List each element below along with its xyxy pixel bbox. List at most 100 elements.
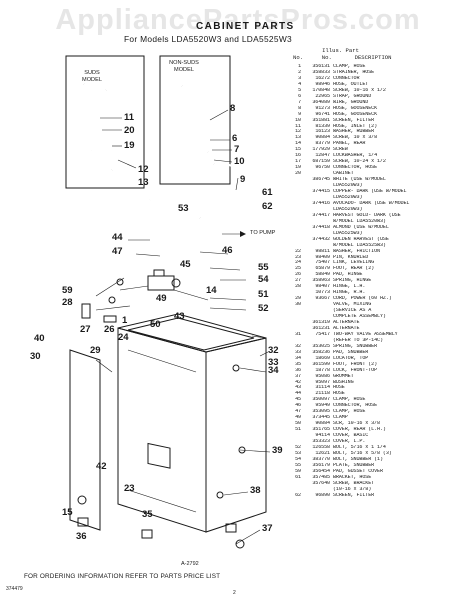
part-illus-no: 61 xyxy=(295,474,301,480)
part-description: FOOT, REAR (2) xyxy=(333,266,375,272)
part-illus-no: 16 xyxy=(295,153,301,159)
part-description: BRACKET, HOSE xyxy=(333,474,372,480)
front-feet xyxy=(141,523,245,549)
part-illus-no: 37 xyxy=(295,373,301,379)
part-illus-no: 1 xyxy=(298,64,301,69)
part-description: CABINET xyxy=(333,171,354,177)
part-description: PANEL, REAR xyxy=(333,141,366,147)
callout-20: 20 xyxy=(124,125,135,136)
part-illus-no: 49 xyxy=(295,415,301,421)
part-description: CLAMP, HOSE xyxy=(333,64,366,69)
callout-23: 23 xyxy=(124,483,135,494)
callout-32: 32 xyxy=(268,345,279,356)
non-suds-model-label: NON-SUDS MODEL xyxy=(169,60,199,73)
part-illus-no: 42 xyxy=(295,379,301,385)
part-number: 357640 xyxy=(312,480,330,486)
part-description: ALTERNATE xyxy=(333,319,360,325)
part-illus-no: 35 xyxy=(295,361,301,367)
part-number: 93667 xyxy=(315,296,330,302)
callout-8: 8 xyxy=(230,103,236,114)
part-number: 81339 xyxy=(315,123,330,129)
part-illus-no: 13 xyxy=(295,135,301,141)
callout-51: 51 xyxy=(258,289,269,300)
callout-34: 34 xyxy=(268,365,279,376)
part-number: 18778 xyxy=(315,367,330,373)
part-number: 383770 xyxy=(312,456,330,462)
callout-53: 53 xyxy=(178,203,189,214)
part-illus-no: 5 xyxy=(298,87,301,93)
part-description: HOSE, GOOSENECK xyxy=(333,111,378,117)
callout-40: 40 xyxy=(34,333,45,344)
part-number: 10773 xyxy=(315,290,330,296)
part-number: 96741 xyxy=(315,111,330,117)
mixing-valve xyxy=(119,269,209,301)
part-description: HINGE, R.H. xyxy=(333,290,366,296)
part-illus-no: 27 xyxy=(295,278,301,284)
part-description: WASHER, FRICTION xyxy=(333,248,380,254)
part-description: BOLT, 5/16 x 1 1/4 xyxy=(333,445,386,450)
part-description: BOLT, 5/16 x 5/8 (3) xyxy=(333,450,392,456)
part-description: SCR, 10-16 x 3/8 xyxy=(333,421,380,427)
parts-row: COMPLETE ASSEMBLY) xyxy=(289,314,474,320)
part-number: 95949 xyxy=(315,403,330,409)
part-description: CLAMP xyxy=(333,415,348,421)
part-illus-no: 3 xyxy=(298,75,301,81)
part-description: CONNECTOR, HOSE xyxy=(333,165,378,171)
part-description: LOCK, FRONT-TOP xyxy=(333,367,378,373)
part-description: COVER, L.P. xyxy=(333,439,366,445)
part-description: PAD, SNUBBER xyxy=(333,349,369,355)
part-illus-no: 20 xyxy=(295,171,301,177)
part-illus-no: 8 xyxy=(298,105,301,111)
callout-47: 47 xyxy=(112,246,123,257)
callout-46: 46 xyxy=(222,245,233,256)
part-description: STRAP, GROUND xyxy=(333,93,372,99)
part-number: 356179 xyxy=(312,462,330,468)
part-number: 373445 xyxy=(312,415,330,421)
part-illus-no: 17 xyxy=(295,159,301,165)
header-no: No. xyxy=(293,53,304,61)
callout-6: 6 xyxy=(232,133,238,144)
part-number: 75417 xyxy=(315,331,330,337)
parts-row: 20 CABINET xyxy=(289,171,474,177)
rear-panel xyxy=(69,349,101,531)
parts-row: (10-16 x 3/8) xyxy=(289,487,474,493)
callout-29: 29 xyxy=(90,345,101,356)
part-number: 96890 xyxy=(315,492,330,498)
callout-37: 37 xyxy=(262,523,273,534)
part-description: SCREW, 10-16 x 1/2 xyxy=(333,87,386,93)
callout-33: 33 xyxy=(268,357,279,368)
part-illus-no: 15 xyxy=(295,147,301,153)
part-description: PIN, KNURLED xyxy=(333,254,369,260)
callout-49: 49 xyxy=(156,293,167,304)
part-description: HOSE xyxy=(333,391,345,397)
callout-7: 7 xyxy=(234,144,240,155)
part-illus-no: 12 xyxy=(295,129,301,135)
part-description: W/MODEL LDA5520W3) xyxy=(333,218,386,224)
page-number: 2 xyxy=(233,590,236,596)
callout-9: 9 xyxy=(240,174,246,185)
part-illus-no: 52 xyxy=(295,445,301,450)
